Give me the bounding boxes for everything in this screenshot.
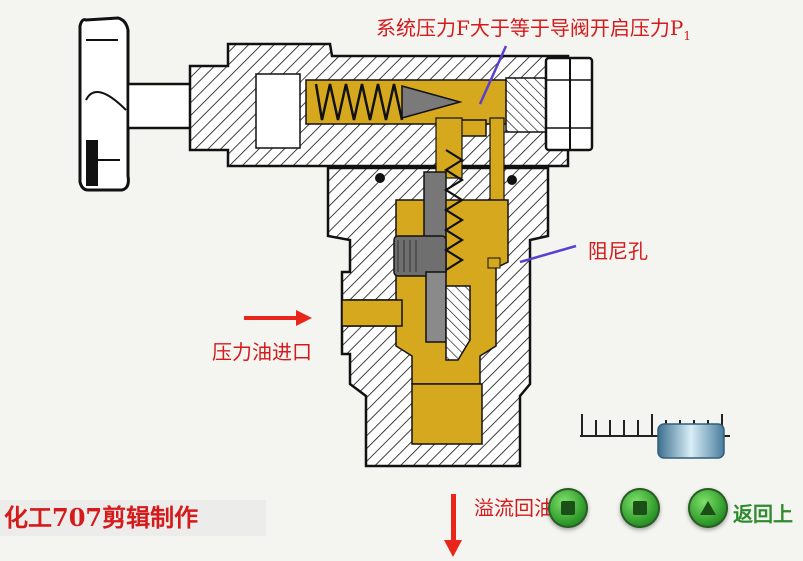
- stop-button[interactable]: [620, 488, 660, 528]
- label-system-pressure: 系统压力F大于等于导阀开启压力P1: [376, 12, 691, 43]
- main-body: [326, 117, 550, 468]
- annotation-pointers: [244, 45, 577, 557]
- brand-caption: 化工707剪辑制作: [0, 500, 266, 536]
- inlet-arrow: [244, 310, 312, 326]
- label-inlet: 压力油进口: [212, 340, 312, 364]
- pause-button[interactable]: [548, 488, 588, 528]
- back-button[interactable]: 返回上: [733, 502, 793, 526]
- stop-icon: [633, 501, 647, 515]
- slider-handle: [657, 423, 725, 459]
- speed-slider[interactable]: [580, 414, 730, 459]
- play-up-button[interactable]: [688, 488, 728, 528]
- triangle-up-icon: [700, 501, 716, 515]
- label-system-pressure-sub: 1: [683, 29, 691, 43]
- handwheel: [78, 16, 130, 192]
- label-damping-hole: 阻尼孔: [588, 239, 648, 263]
- pause-icon: [561, 501, 575, 515]
- pilot-body: [188, 42, 594, 168]
- label-system-pressure-text: 系统压力F大于等于导阀开启压力P: [376, 16, 684, 40]
- outlet-arrow: [451, 494, 456, 542]
